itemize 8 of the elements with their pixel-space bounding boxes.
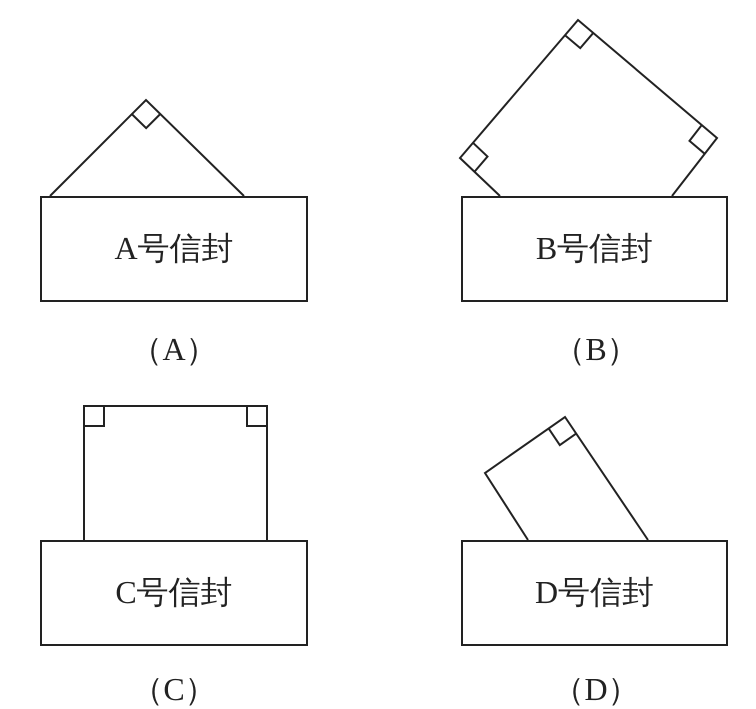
option-label: （A） <box>130 330 218 369</box>
option-label: （C） <box>131 670 217 709</box>
option-label: （B） <box>553 330 639 369</box>
envelope-box: C号信封 <box>40 540 308 646</box>
option-label: （D） <box>552 670 640 709</box>
envelope-box: A号信封 <box>40 196 308 302</box>
envelope-box: B号信封 <box>461 196 728 302</box>
envelope-box: D号信封 <box>461 540 728 646</box>
